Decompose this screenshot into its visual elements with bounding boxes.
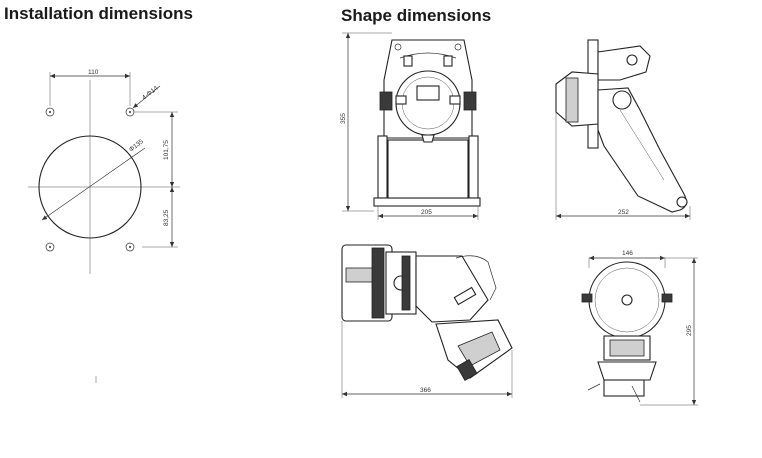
plug-label-panel: [345, 267, 375, 283]
circle-diameter-line: [41, 147, 146, 221]
clamp-link-right: [449, 95, 461, 105]
side-hood: [597, 45, 651, 81]
side-knob: [626, 54, 638, 66]
bracket-arm-left: [377, 135, 388, 199]
front-width-label: 205: [421, 209, 432, 216]
bracket-body: [387, 139, 469, 199]
bottom-right-width-label: 146: [622, 250, 633, 257]
plate-screw: [454, 43, 462, 51]
top-view-lower-body: [597, 361, 657, 381]
front-window: [416, 85, 440, 101]
side-width-label: 252: [618, 209, 629, 216]
side-pivot: [612, 90, 632, 110]
plug-ring: [371, 247, 385, 319]
collar-band: [401, 255, 411, 311]
mounting-hole: [125, 242, 135, 252]
side-arm-edge: [619, 109, 665, 181]
bracket-arm-right: [468, 135, 479, 199]
hole-center: [129, 246, 131, 248]
hole-center: [49, 111, 51, 113]
mounting-hole: [45, 107, 55, 117]
bottom-left-view: 366: [341, 244, 513, 398]
top-view-foot-lines: [587, 383, 641, 403]
mounting-circle: [38, 135, 142, 239]
width-dimension-label: 110: [88, 69, 99, 76]
hole-leader-line: [132, 85, 161, 109]
bottom-left-width-label: 366: [420, 387, 431, 394]
side-connector-rings: [565, 77, 579, 123]
circle-diameter-label: Φ135: [128, 138, 145, 154]
lower-dimension-label: 83,25: [163, 209, 170, 226]
top-view-clamp-right: [661, 293, 673, 303]
side-arm-hole: [676, 196, 688, 208]
top-view-center: [621, 294, 633, 306]
bottom-right-height-label: 295: [686, 325, 693, 336]
hinge-block: [403, 55, 413, 67]
lower-connector-grille: [457, 331, 501, 367]
lower-connector-cap: [456, 359, 478, 381]
side-bracket-arm: [597, 87, 687, 213]
installation-dimensions-heading: Installation dimensions: [4, 4, 193, 23]
housing-handle: [455, 255, 497, 301]
side-view: 252: [555, 39, 691, 220]
bracket-base: [373, 197, 481, 207]
mounting-hole: [45, 242, 55, 252]
top-view-clamp-left: [581, 293, 593, 303]
hole-center: [49, 246, 51, 248]
housing-label-plate: [453, 286, 477, 306]
shape-dimensions-heading: Shape dimensions: [341, 6, 492, 25]
plate-screw: [394, 43, 402, 51]
hole-center: [129, 111, 131, 113]
clamp-right: [463, 91, 477, 111]
top-view-neck-band: [609, 339, 645, 357]
plug-body: [341, 244, 393, 322]
front-view: 355 205: [340, 32, 481, 220]
bottom-right-view: 146 295: [581, 250, 698, 406]
hinge-block: [443, 55, 453, 67]
upper-dimension-label: 101,75: [163, 140, 170, 160]
angled-housing: [415, 255, 489, 323]
clamp-link-left: [395, 95, 407, 105]
installation-drawing: Φ135 110 4-Φ14 101,75 83,25: [28, 69, 180, 383]
front-height-label: 355: [340, 113, 347, 124]
hole-size-label: 4-Φ14: [141, 85, 160, 102]
front-nozzle: [421, 134, 435, 143]
clamp-left: [379, 91, 393, 111]
top-view-foot: [603, 379, 645, 397]
top-view-inner-ring: [594, 267, 660, 333]
